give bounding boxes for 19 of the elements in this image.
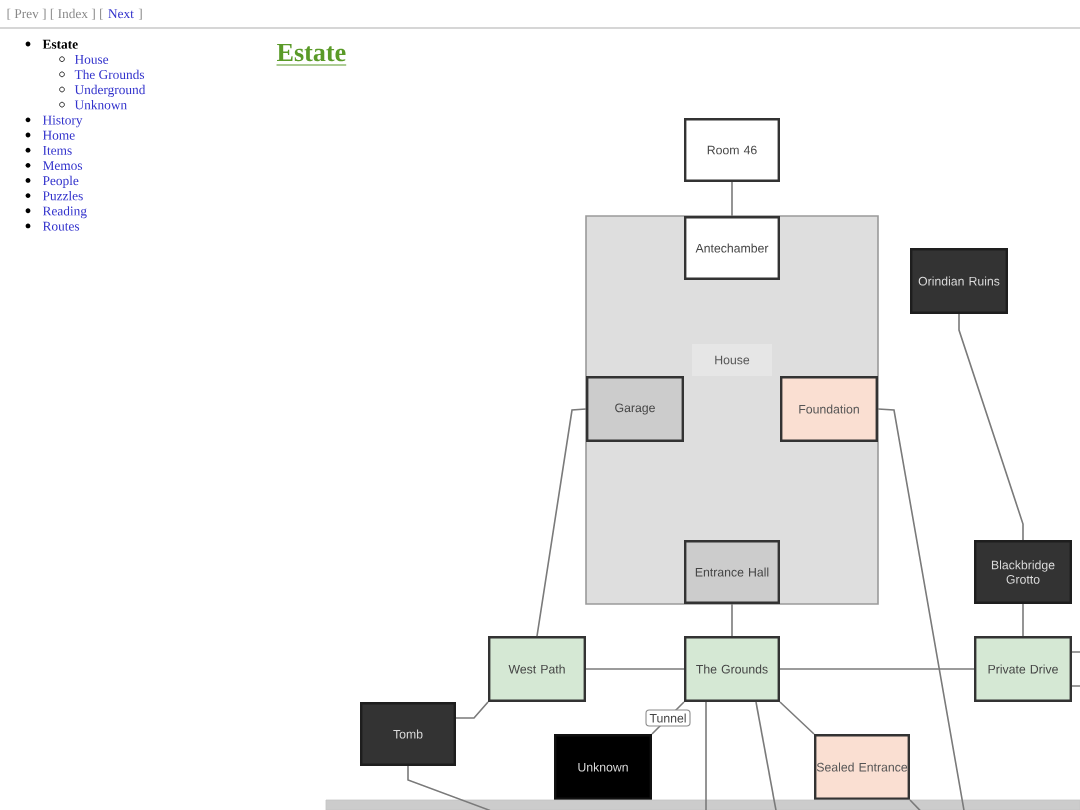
connector-line — [909, 799, 921, 810]
page-title: Estate — [276, 43, 347, 66]
group-box — [325, 799, 1080, 810]
connector-line — [958, 313, 1024, 541]
connector-line — [705, 701, 707, 810]
connector-line — [536, 408, 587, 637]
connector-line — [407, 765, 491, 810]
connector-line — [651, 701, 685, 735]
connector-line — [731, 603, 733, 637]
connector-line — [585, 668, 685, 670]
connector-line — [1071, 651, 1080, 653]
connector-line — [455, 701, 489, 719]
connector-line — [877, 408, 965, 810]
connector-line — [1071, 685, 1080, 687]
connector-line — [755, 701, 777, 810]
connector-line — [1022, 603, 1024, 637]
connector-line — [779, 668, 975, 670]
connector-line — [731, 181, 733, 217]
connector-line — [779, 701, 815, 735]
